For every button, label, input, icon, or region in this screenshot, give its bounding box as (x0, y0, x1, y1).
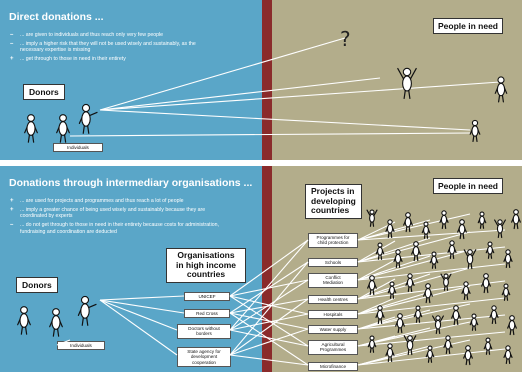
top-left-panel (0, 0, 262, 160)
org-red-cross: Red Cross (184, 309, 230, 319)
top-bullets: –... are given to individuals and thus r… (10, 32, 205, 65)
project-health-centres: Health centres (308, 295, 358, 305)
bottom-bullet-3: –... do not get through to those in need… (10, 222, 219, 235)
project-water-supply: Water supply (308, 325, 358, 335)
organisations-label: Organisations in high income countries (166, 248, 246, 283)
bottom-bullet-2: +... imply a greater chance of being use… (10, 206, 206, 220)
bottom-divider (262, 166, 272, 372)
project-hospitals: Hospitals (308, 310, 358, 320)
project-agricultural-programmes: Agricultural Programmes (308, 340, 358, 355)
project-child-protection: Programmes for child protection (308, 233, 358, 248)
bottom-individuals-label: Individuals (57, 341, 105, 351)
top-bullet-2: –... imply a higher risk that they will … (10, 40, 196, 54)
top-people-in-need-label: People in need (433, 18, 503, 34)
org-doctors-without-borders: Doctors without borders (177, 324, 231, 339)
project-conflict-mediation: Conflict Mediation (308, 273, 358, 288)
question-mark: ? (340, 27, 351, 51)
project-schools: Schools (308, 258, 358, 268)
bottom-donors-label: Donors (16, 277, 58, 293)
bottom-bullets: +... are used for projects and programme… (10, 198, 225, 238)
top-bullet-3: +... get through to those in need in the… (10, 56, 126, 63)
top-bullet-1: –... are given to individuals and thus r… (10, 32, 164, 38)
org-unicef: UNICEF (184, 292, 230, 302)
org-state-agency: State agency for development cooperation (177, 347, 231, 368)
top-divider (262, 0, 272, 160)
top-donors-label: Donors (23, 84, 65, 100)
projects-label: Projects in developing countries (305, 184, 362, 219)
bottom-people-in-need-label: People in need (433, 178, 503, 194)
project-microfinance: Microfinance (308, 362, 358, 372)
top-title: Direct donations ... (9, 11, 104, 23)
top-individuals-label: Individuals (53, 143, 103, 153)
bottom-title: Donations through intermediary organisat… (9, 177, 253, 189)
bottom-bullet-1: +... are used for projects and programme… (10, 198, 184, 204)
